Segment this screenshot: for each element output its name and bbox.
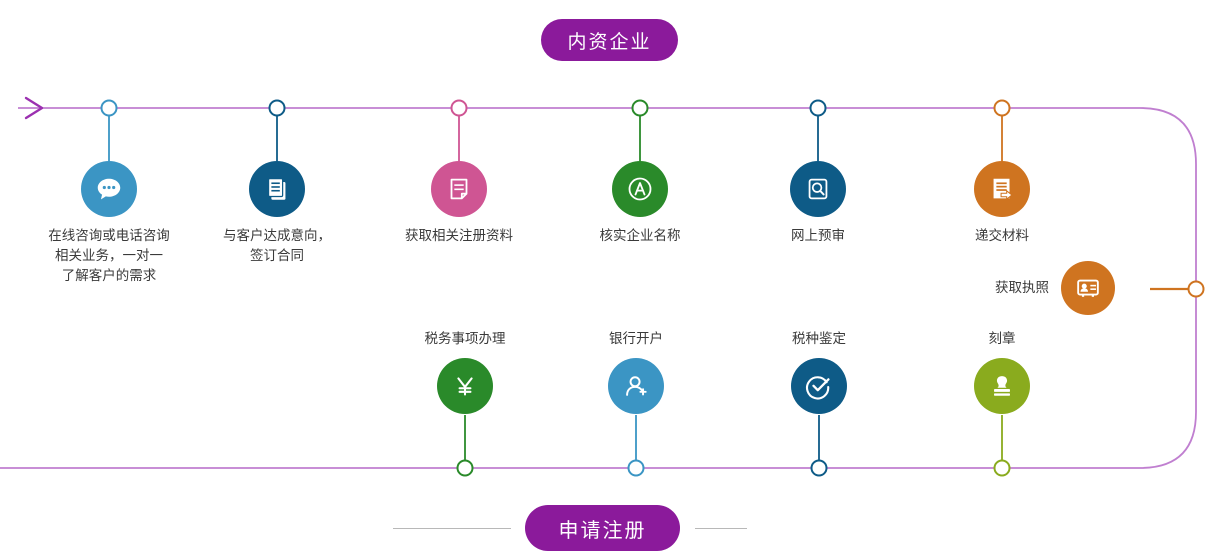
note-page-icon-disc bbox=[431, 161, 487, 217]
node-get-license[interactable]: 获取执照 bbox=[995, 261, 1115, 315]
check-circle-icon-disc bbox=[791, 358, 847, 414]
node-tax-type[interactable]: 税种鉴定 bbox=[719, 329, 919, 414]
bottom-marker-group bbox=[456, 459, 1011, 477]
chat-bubble-icon bbox=[97, 178, 121, 200]
top-stem-group bbox=[108, 110, 1003, 161]
yen-symbol-icon-disc bbox=[437, 358, 493, 414]
node-submit-materials[interactable]: 递交材料 bbox=[902, 161, 1102, 246]
node-label: 刻章 bbox=[988, 331, 1016, 346]
letter-a-circle-icon bbox=[628, 177, 652, 201]
yen-symbol-icon bbox=[457, 377, 473, 396]
top-marker-group bbox=[100, 99, 1011, 117]
node-label: 在线咨询或电话咨询 相关业务，一对一 了解客户的需求 bbox=[48, 228, 170, 283]
check-circle-icon bbox=[806, 376, 830, 400]
node-label: 获取执照 bbox=[995, 280, 1049, 295]
license-connector bbox=[1150, 280, 1205, 298]
bottom-rule-left bbox=[393, 528, 511, 529]
node-label: 递交材料 bbox=[975, 228, 1029, 243]
letter-a-circle-icon-disc bbox=[612, 161, 668, 217]
chat-bubble-icon-disc bbox=[81, 161, 137, 217]
id-card-icon bbox=[1077, 279, 1099, 297]
node-label: 与客户达成意向， 签订合同 bbox=[223, 228, 331, 263]
document-arrow-icon bbox=[993, 178, 1013, 201]
node-label: 获取相关注册资料 bbox=[405, 228, 513, 243]
node-tax-matters[interactable]: 税务事项办理 bbox=[365, 329, 565, 414]
id-card-icon-disc bbox=[1061, 261, 1115, 315]
node-verify-name[interactable]: 核实企业名称 bbox=[540, 161, 740, 246]
document-stack-icon bbox=[267, 178, 286, 200]
node-label: 税种鉴定 bbox=[792, 331, 846, 346]
apply-registration-button[interactable]: 申请注册 bbox=[525, 505, 680, 551]
document-arrow-icon-disc bbox=[974, 161, 1030, 217]
node-online-prereview[interactable]: 网上预审 bbox=[718, 161, 918, 246]
node-label: 税务事项办理 bbox=[424, 331, 506, 346]
node-sign-contract[interactable]: 与客户达成意向， 签订合同 bbox=[177, 161, 377, 266]
person-add-icon bbox=[626, 376, 647, 396]
node-carve-seal[interactable]: 刻章 bbox=[902, 329, 1102, 414]
stamp-icon bbox=[994, 376, 1010, 396]
bottom-rule-right bbox=[695, 528, 747, 529]
document-search-icon-disc bbox=[790, 161, 846, 217]
domestic-enterprise-button[interactable]: 内资企业 bbox=[541, 19, 678, 61]
note-page-icon bbox=[450, 178, 468, 200]
node-label: 银行开户 bbox=[609, 331, 663, 346]
document-stack-icon-disc bbox=[249, 161, 305, 217]
node-collect-materials[interactable]: 获取相关注册资料 bbox=[359, 161, 559, 246]
stamp-icon-disc bbox=[974, 358, 1030, 414]
node-bank-account[interactable]: 银行开户 bbox=[536, 329, 736, 414]
arrow-head-icon bbox=[24, 96, 44, 120]
node-label: 核实企业名称 bbox=[599, 228, 681, 243]
node-label: 网上预审 bbox=[791, 228, 845, 243]
person-add-icon-disc bbox=[608, 358, 664, 414]
document-search-icon bbox=[808, 178, 828, 200]
bottom-stem-group bbox=[464, 415, 1003, 466]
